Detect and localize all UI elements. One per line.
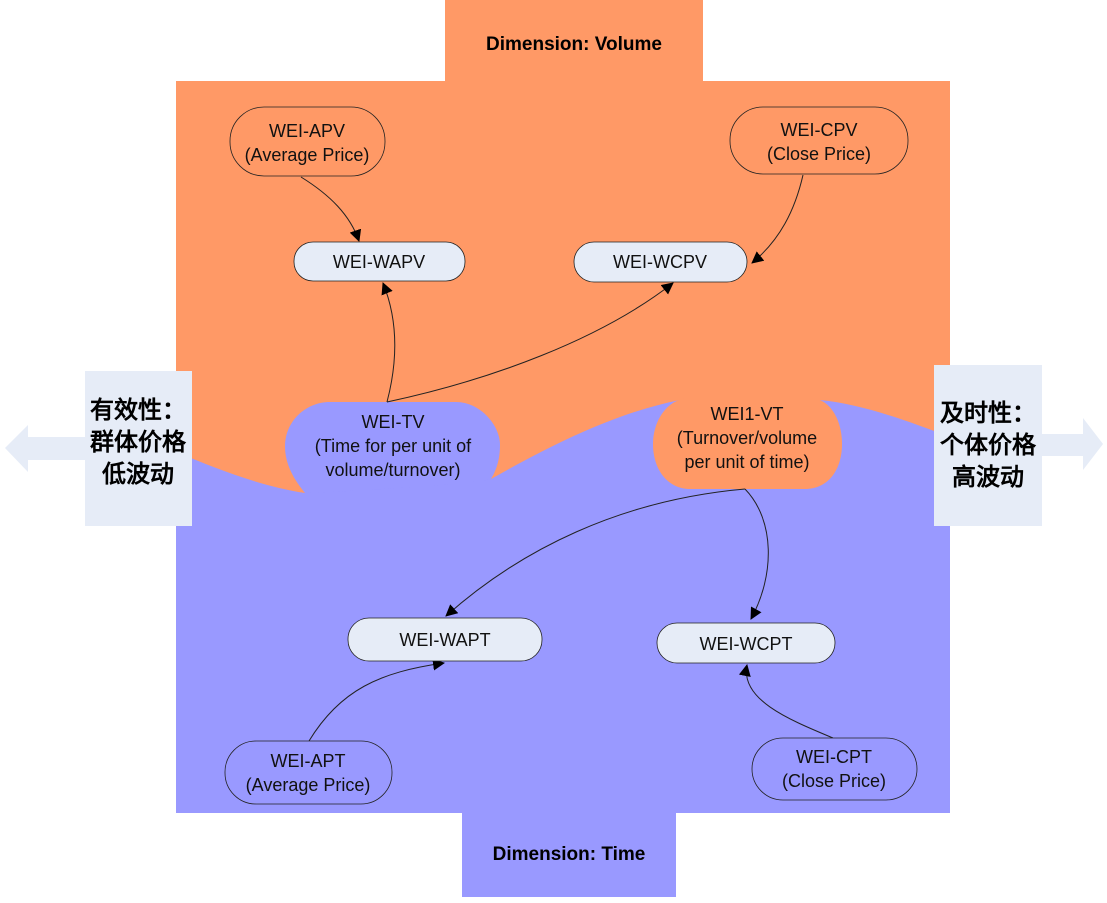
right-label-line-2: 个体价格 (940, 431, 1037, 459)
node-cpt-title: WEI-CPT (796, 747, 872, 767)
node-cpt-subtitle: (Close Price) (782, 771, 886, 791)
node-wapt-label: WEI-WAPT (399, 630, 490, 650)
arrow-left-icon (5, 425, 85, 472)
edge-vt-wapt (445, 488, 746, 617)
arrow-right-icon (1042, 418, 1103, 470)
node-vt-title: WEI1-VT (710, 404, 783, 424)
node-tv-title: WEI-TV (362, 412, 425, 432)
node-vt-shape (653, 398, 842, 489)
node-cpv-subtitle: (Close Price) (767, 144, 871, 164)
node-cpt[interactable] (751, 737, 918, 801)
right-side-panel (934, 365, 1042, 526)
left-label-line-3: 低波动 (101, 460, 174, 488)
node-apv-title: WEI-APV (269, 121, 345, 141)
right-label-line-1: 及时性： (940, 399, 1036, 427)
node-cpv[interactable] (729, 106, 909, 175)
node-wcpv[interactable] (573, 241, 748, 283)
node-wapv-label: WEI-WAPV (333, 252, 425, 272)
left-side-panel (85, 371, 192, 526)
node-apv[interactable] (229, 106, 386, 177)
node-wapt[interactable] (347, 617, 543, 662)
left-side-label: 有效性： 群体价格 低波动 (90, 396, 187, 488)
edge-cpv-wcpv (751, 174, 804, 264)
node-apt[interactable] (224, 740, 393, 805)
edge-vt-wcpt (744, 488, 769, 620)
node-cpv-title: WEI-CPV (780, 120, 857, 140)
left-label-line-1: 有效性： (90, 396, 186, 424)
node-wapv[interactable] (293, 241, 466, 282)
node-tv-line-3: volume/turnover) (325, 460, 460, 480)
edge-tv-wcpv (386, 282, 674, 403)
edge-tv-wapv (381, 282, 396, 403)
node-apt-title: WEI-APT (271, 751, 346, 771)
dimension-volume-label: Dimension: Volume (486, 34, 662, 55)
node-tv-shape (285, 402, 500, 493)
node-wcpt-label: WEI-WCPT (700, 634, 793, 654)
right-side-label: 及时性： 个体价格 高波动 (940, 399, 1037, 491)
left-label-line-2: 群体价格 (90, 428, 187, 456)
edge-apt-wapt (308, 658, 445, 742)
node-tv-line-2: (Time for per unit of (315, 436, 472, 456)
edge-cpt-wcpt (738, 664, 834, 739)
right-label-line-3: 高波动 (952, 463, 1024, 491)
node-wcpt[interactable] (656, 622, 836, 664)
node-vt-line-2: (Turnover/volume (677, 428, 817, 448)
edge-apv-wapv (300, 176, 362, 242)
node-apt-subtitle: (Average Price) (246, 775, 371, 795)
node-vt-line-3: per unit of time) (684, 452, 809, 472)
dimension-time-label: Dimension: Time (493, 844, 646, 865)
node-wcpv-label: WEI-WCPV (613, 252, 707, 272)
node-apv-subtitle: (Average Price) (245, 145, 370, 165)
